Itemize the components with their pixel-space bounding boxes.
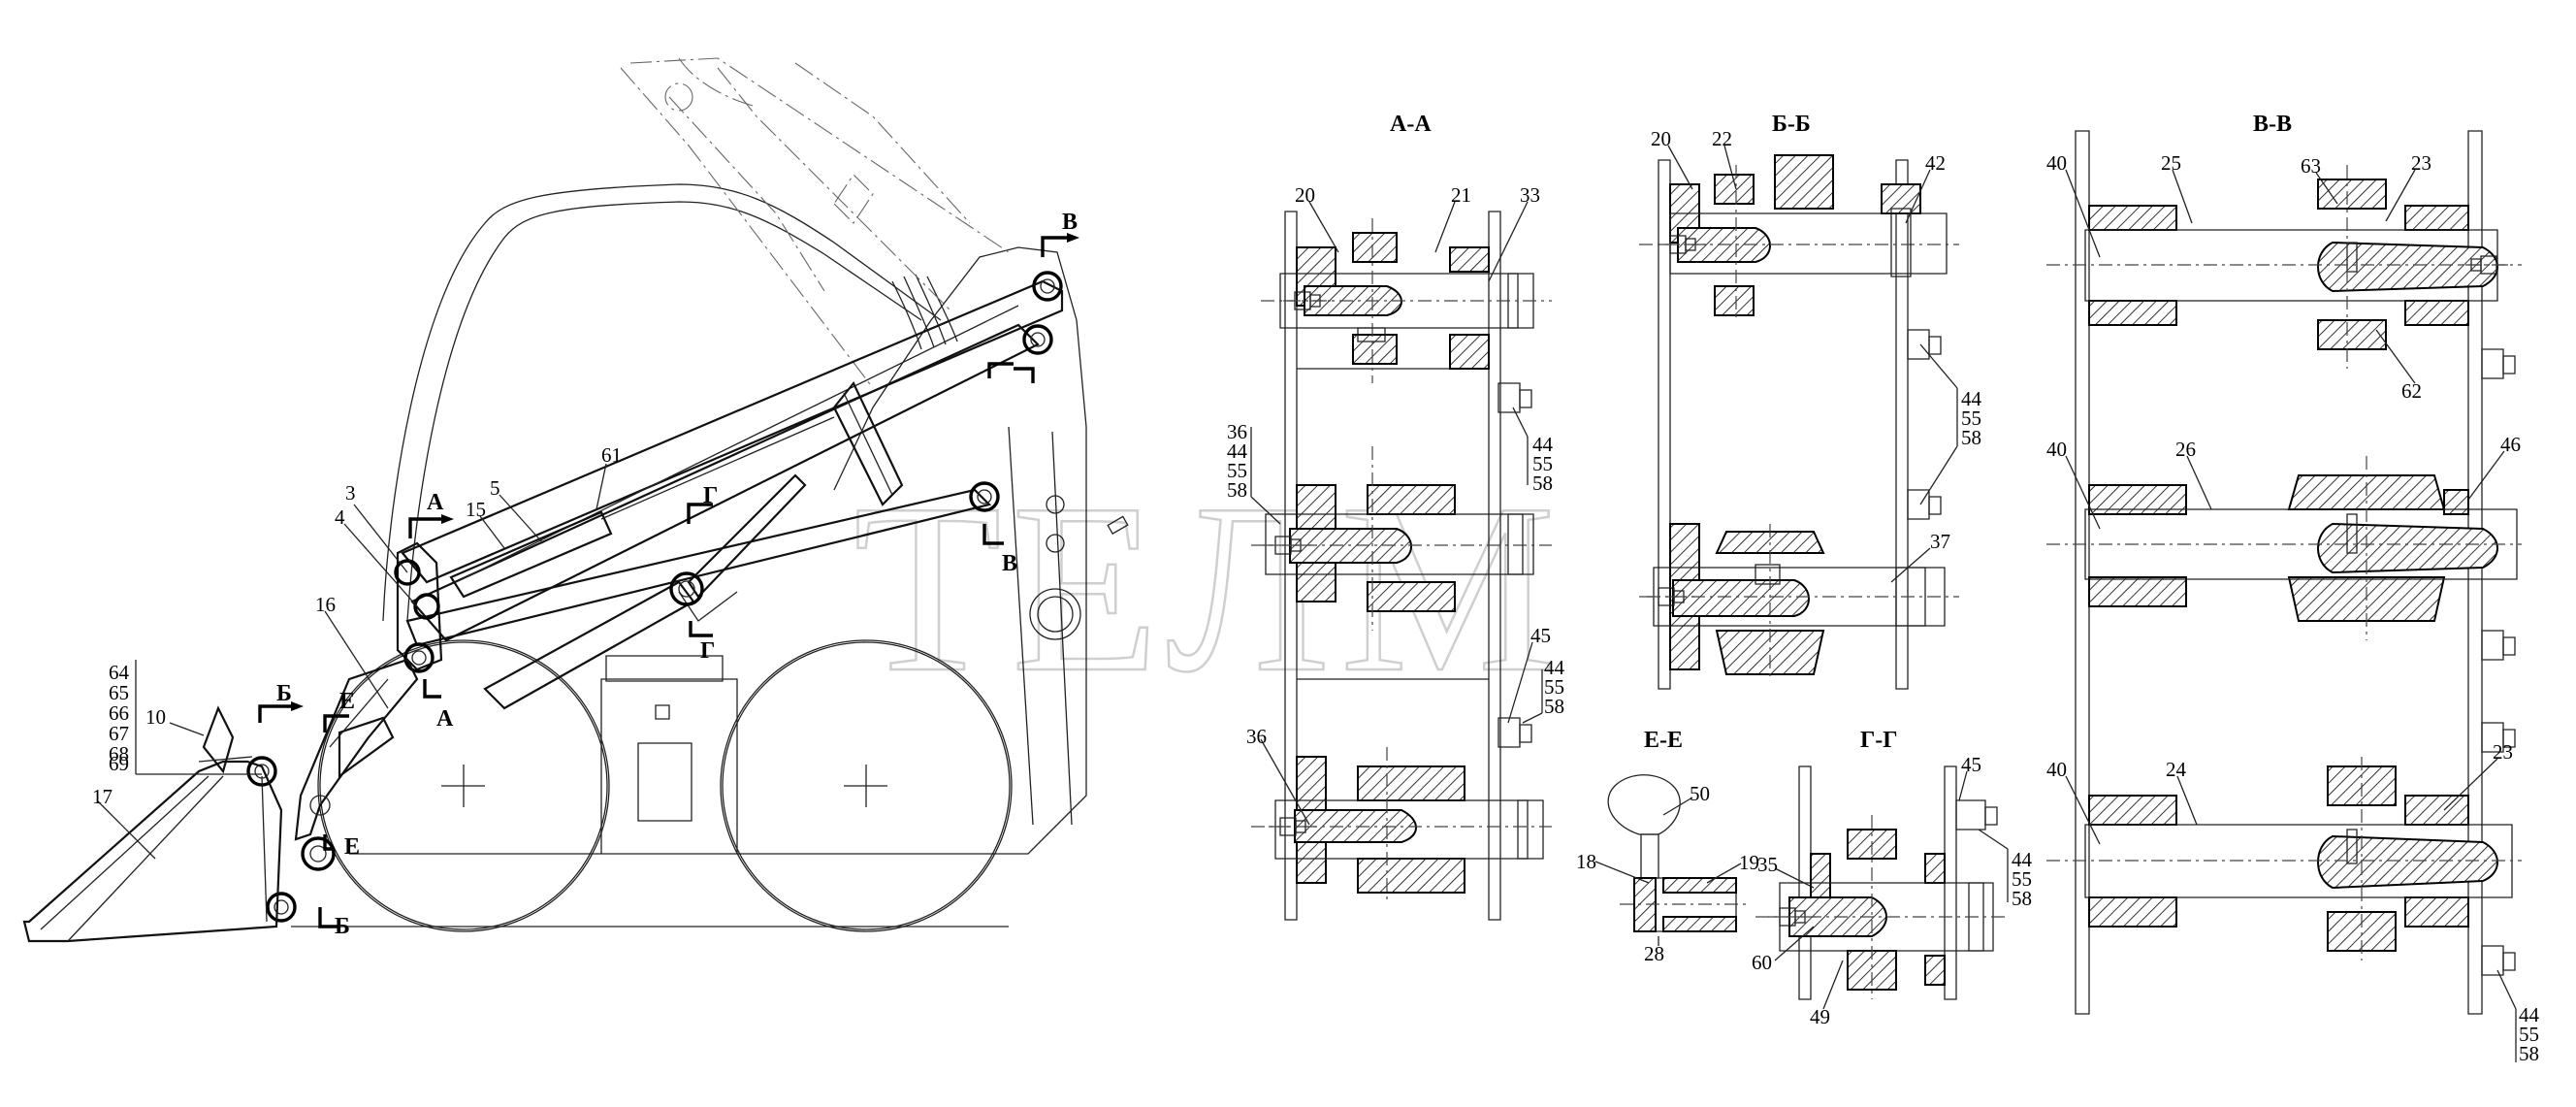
bb-callout-58: 58 (1961, 426, 1981, 449)
ee-callout-18: 18 (1576, 850, 1596, 873)
gg-callout-60: 60 (1752, 951, 1772, 974)
callout-61: 61 (601, 443, 622, 467)
main-callouts: 3 4 5 15 61 16 10 17 64 65 66 67 68 69 (92, 443, 622, 859)
mark-g-top: Г (703, 483, 718, 508)
vv-callout-23b: 23 (2493, 740, 2513, 764)
callout-66: 66 (109, 701, 129, 725)
section-aa-title: А-А (1390, 112, 1432, 137)
aa-callout-58a: 58 (1227, 478, 1247, 502)
aa-callout-55b: 55 (1532, 452, 1553, 475)
section-vv-title: В-В (2253, 112, 2292, 137)
aa-callout-44b: 44 (1532, 433, 1554, 456)
vv-callout-40c: 40 (2046, 758, 2067, 781)
ee-callout-28: 28 (1644, 942, 1664, 965)
callout-17: 17 (92, 785, 113, 808)
bb-callout-20: 20 (1651, 127, 1671, 150)
gg-callout-35: 35 (1757, 853, 1778, 876)
section-bb: Б-Б (1639, 112, 1959, 689)
aa-callout-44c: 44 (1544, 656, 1565, 679)
mark-b-bottom: Б (335, 914, 350, 939)
bb-callout-37: 37 (1930, 530, 1950, 553)
callout-15: 15 (466, 498, 486, 521)
section-ee-title: Е-Е (1644, 728, 1683, 753)
callout-69: 69 (109, 752, 129, 775)
aa-callout-55a: 55 (1227, 459, 1247, 482)
callout-3: 3 (345, 481, 356, 505)
gg-callout-45: 45 (1961, 753, 1981, 776)
vv-callout-26: 26 (2175, 438, 2196, 461)
section-gg-title: Г-Г (1860, 728, 1898, 753)
vv-callout-58: 58 (2519, 1042, 2539, 1065)
loader-side-view (24, 58, 1128, 941)
mark-e-bottom: Е (344, 834, 360, 860)
section-vv: В-В (2046, 112, 2522, 1014)
callout-10: 10 (145, 705, 166, 729)
callout-67: 67 (109, 722, 129, 745)
aa-callout-36: 36 (1227, 420, 1247, 443)
mark-b-top: Б (276, 681, 292, 706)
bb-callout-44: 44 (1961, 387, 1982, 410)
section-gg-callouts: 45 35 44 55 58 60 49 (1752, 753, 2033, 1028)
gg-callout-58: 58 (2012, 887, 2032, 910)
vv-callout-46: 46 (2500, 433, 2521, 456)
vv-callout-40a: 40 (2046, 151, 2067, 175)
callout-4: 4 (335, 505, 345, 529)
mark-v-bottom: В (1002, 551, 1017, 576)
mark-g-bottom: Г (700, 638, 715, 664)
aa-callout-33: 33 (1520, 183, 1540, 207)
bb-callout-55: 55 (1961, 407, 1981, 430)
section-aa-callouts: 20 21 33 36 44 55 58 44 55 58 45 44 55 5… (1227, 183, 1565, 825)
section-marks: А А Б Б В В Г Г Е Е (260, 210, 1079, 939)
mark-e-top: Е (339, 689, 355, 714)
ee-callout-50: 50 (1690, 782, 1710, 805)
aa-callout-20: 20 (1295, 183, 1315, 207)
aa-callout-21: 21 (1451, 183, 1471, 207)
vv-callout-40b: 40 (2046, 438, 2067, 461)
vv-callout-24: 24 (2166, 758, 2187, 781)
callout-68: 68 (109, 742, 129, 765)
gg-callout-55: 55 (2012, 867, 2032, 891)
section-ee: Е-Е (1608, 728, 1746, 931)
aa-callout-58b: 58 (1532, 472, 1553, 495)
section-vv-callouts: 40 25 63 23 62 40 26 46 40 24 23 44 55 5… (2046, 151, 2540, 1065)
aa-callout-55c: 55 (1544, 675, 1564, 699)
callout-65: 65 (109, 681, 129, 704)
section-gg: Г-Г (1755, 728, 2008, 999)
callout-5: 5 (490, 476, 500, 500)
section-aa: А-А (1251, 112, 1552, 920)
vv-callout-63: 63 (2301, 154, 2321, 178)
bb-callout-42: 42 (1925, 151, 1946, 175)
gg-callout-44: 44 (2012, 848, 2033, 871)
vv-callout-25: 25 (2161, 151, 2181, 175)
aa-callout-44a: 44 (1227, 440, 1248, 463)
aa-callout-45: 45 (1530, 624, 1551, 647)
vv-callout-44: 44 (2519, 1003, 2540, 1026)
section-bb-title: Б-Б (1772, 112, 1811, 137)
ee-callout-19: 19 (1739, 851, 1759, 874)
section-bb-callouts: 20 22 42 44 55 58 37 (1651, 127, 1982, 582)
gg-callout-49: 49 (1810, 1005, 1830, 1028)
callout-16: 16 (315, 593, 336, 616)
mark-v-top: В (1062, 210, 1078, 235)
vv-callout-23a: 23 (2411, 151, 2431, 175)
bb-callout-22: 22 (1712, 127, 1732, 150)
vv-callout-62: 62 (2401, 379, 2422, 403)
aa-callout-36b: 36 (1246, 725, 1267, 748)
mark-a-top: А (427, 490, 444, 515)
mark-a-bottom: А (436, 706, 454, 732)
vv-callout-55: 55 (2519, 1023, 2539, 1046)
section-ee-callouts: 50 18 19 28 (1576, 782, 1759, 965)
aa-callout-58c: 58 (1544, 695, 1564, 718)
callout-64: 64 (109, 661, 130, 684)
